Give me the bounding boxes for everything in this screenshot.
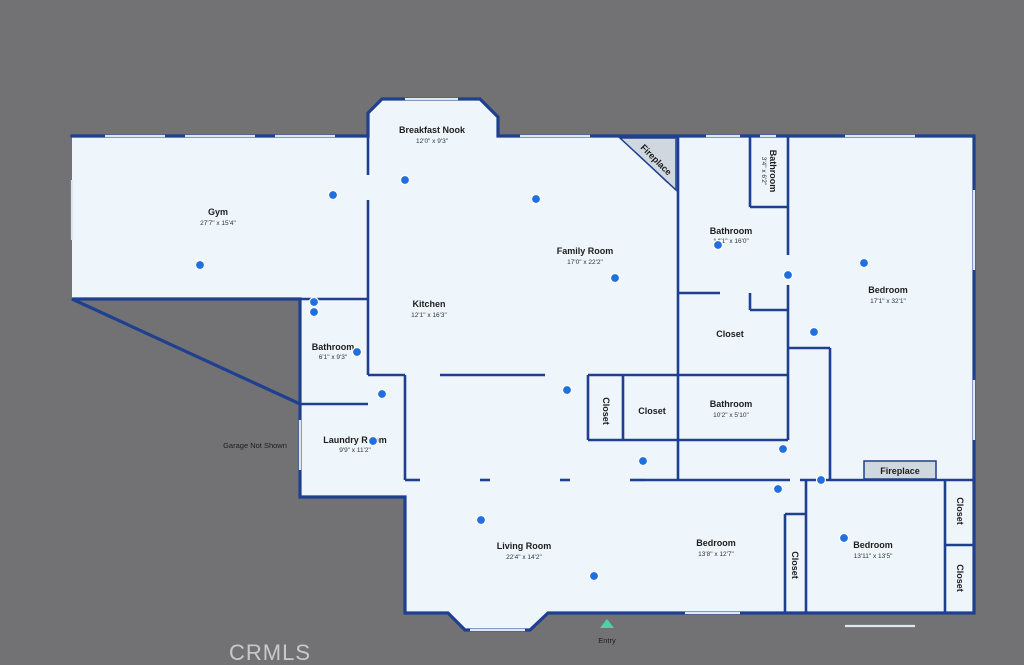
room-dim-living: 22'4" x 14'2" [506,554,542,561]
room-dim-bedroom-mid: 13'8" x 12'7" [698,551,734,558]
room-name-bath-small: Bathroom [768,150,778,193]
room-name-bedroom-right: Bedroom [853,540,893,550]
room-name-kitchen: Kitchen [412,299,445,309]
garage-note: Garage Not Shown [223,441,287,450]
camera-marker[interactable] [782,269,794,281]
room-dim-bedroom-master: 17'1" x 32'1" [870,298,906,305]
room-name-bedroom-master: Bedroom [868,285,908,295]
camera-marker[interactable] [530,193,542,205]
camera-marker[interactable] [588,570,600,582]
camera-marker[interactable] [327,189,339,201]
camera-marker[interactable] [376,388,388,400]
fireplace-family: Fireplace [618,137,677,192]
room-name-closet-c: Closet [790,551,800,579]
room-name-bath-mid: Bathroom [710,399,753,409]
camera-marker[interactable] [712,239,724,251]
room-name-closet-e: Closet [955,564,965,592]
room-name-bath-left: Bathroom [312,342,355,352]
camera-marker[interactable] [308,296,320,308]
windows [70,97,976,632]
entry-marker[interactable]: Entry [598,619,616,645]
camera-marker[interactable] [772,483,784,495]
room-name-laundry: Laundry Room [323,435,387,445]
room-dim-kitchen: 12'1" x 16'3" [411,312,447,319]
room-dim-family: 17'0" x 22'2" [567,259,603,266]
camera-marker[interactable] [637,455,649,467]
room-name-breakfast: Breakfast Nook [399,125,466,135]
room-dim-gym: 27'7" x 15'4" [200,220,236,227]
room-name-bedroom-mid: Bedroom [696,538,736,548]
room-dim-breakfast: 12'0" x 9'3" [416,138,449,145]
room-dim-bath-master: 14'1" x 16'0" [713,238,749,245]
room-dim-bath-small: 3'4" x 6'2" [760,157,767,186]
room-name-closet-b: Closet [638,406,666,416]
room-name-closet-d: Closet [955,497,965,525]
room-name-gym: Gym [208,207,228,217]
room-name-living: Living Room [497,541,552,551]
camera-marker[interactable] [194,259,206,271]
room-name-closet-a: Closet [601,397,611,425]
camera-marker[interactable] [858,257,870,269]
camera-marker[interactable] [777,443,789,455]
fireplace-label-2: Fireplace [880,466,920,476]
room-dim-bedroom-right: 13'11" x 13'5" [854,553,893,560]
room-labels: Gym 27'7" x 15'4" Breakfast Nook 12'0" x… [200,125,965,592]
room-name-closet-mid: Closet [716,329,744,339]
entry-arrow-icon[interactable] [600,619,614,628]
room-dim-bath-mid: 10'2" x 5'10" [713,412,749,419]
camera-marker[interactable] [609,272,621,284]
camera-marker[interactable] [367,435,379,447]
camera-marker[interactable] [561,384,573,396]
camera-markers[interactable] [194,174,870,582]
camera-marker[interactable] [308,306,320,318]
room-name-family: Family Room [557,246,614,256]
interior-walls [300,135,974,613]
watermark-logo: CRMLS [229,640,311,665]
entry-label: Entry [598,636,616,645]
floor-fill [72,99,974,630]
camera-marker[interactable] [475,514,487,526]
fireplace-bedroom: Fireplace [863,460,937,480]
camera-marker[interactable] [838,532,850,544]
room-name-bath-master: Bathroom [710,226,753,236]
camera-marker[interactable] [351,346,363,358]
camera-marker[interactable] [399,174,411,186]
room-dim-bath-left: 6'1" x 9'3" [319,354,348,361]
room-dim-laundry: 9'9" x 11'2" [339,447,371,454]
camera-marker[interactable] [815,474,827,486]
camera-marker[interactable] [808,326,820,338]
exterior-walls [70,97,976,632]
